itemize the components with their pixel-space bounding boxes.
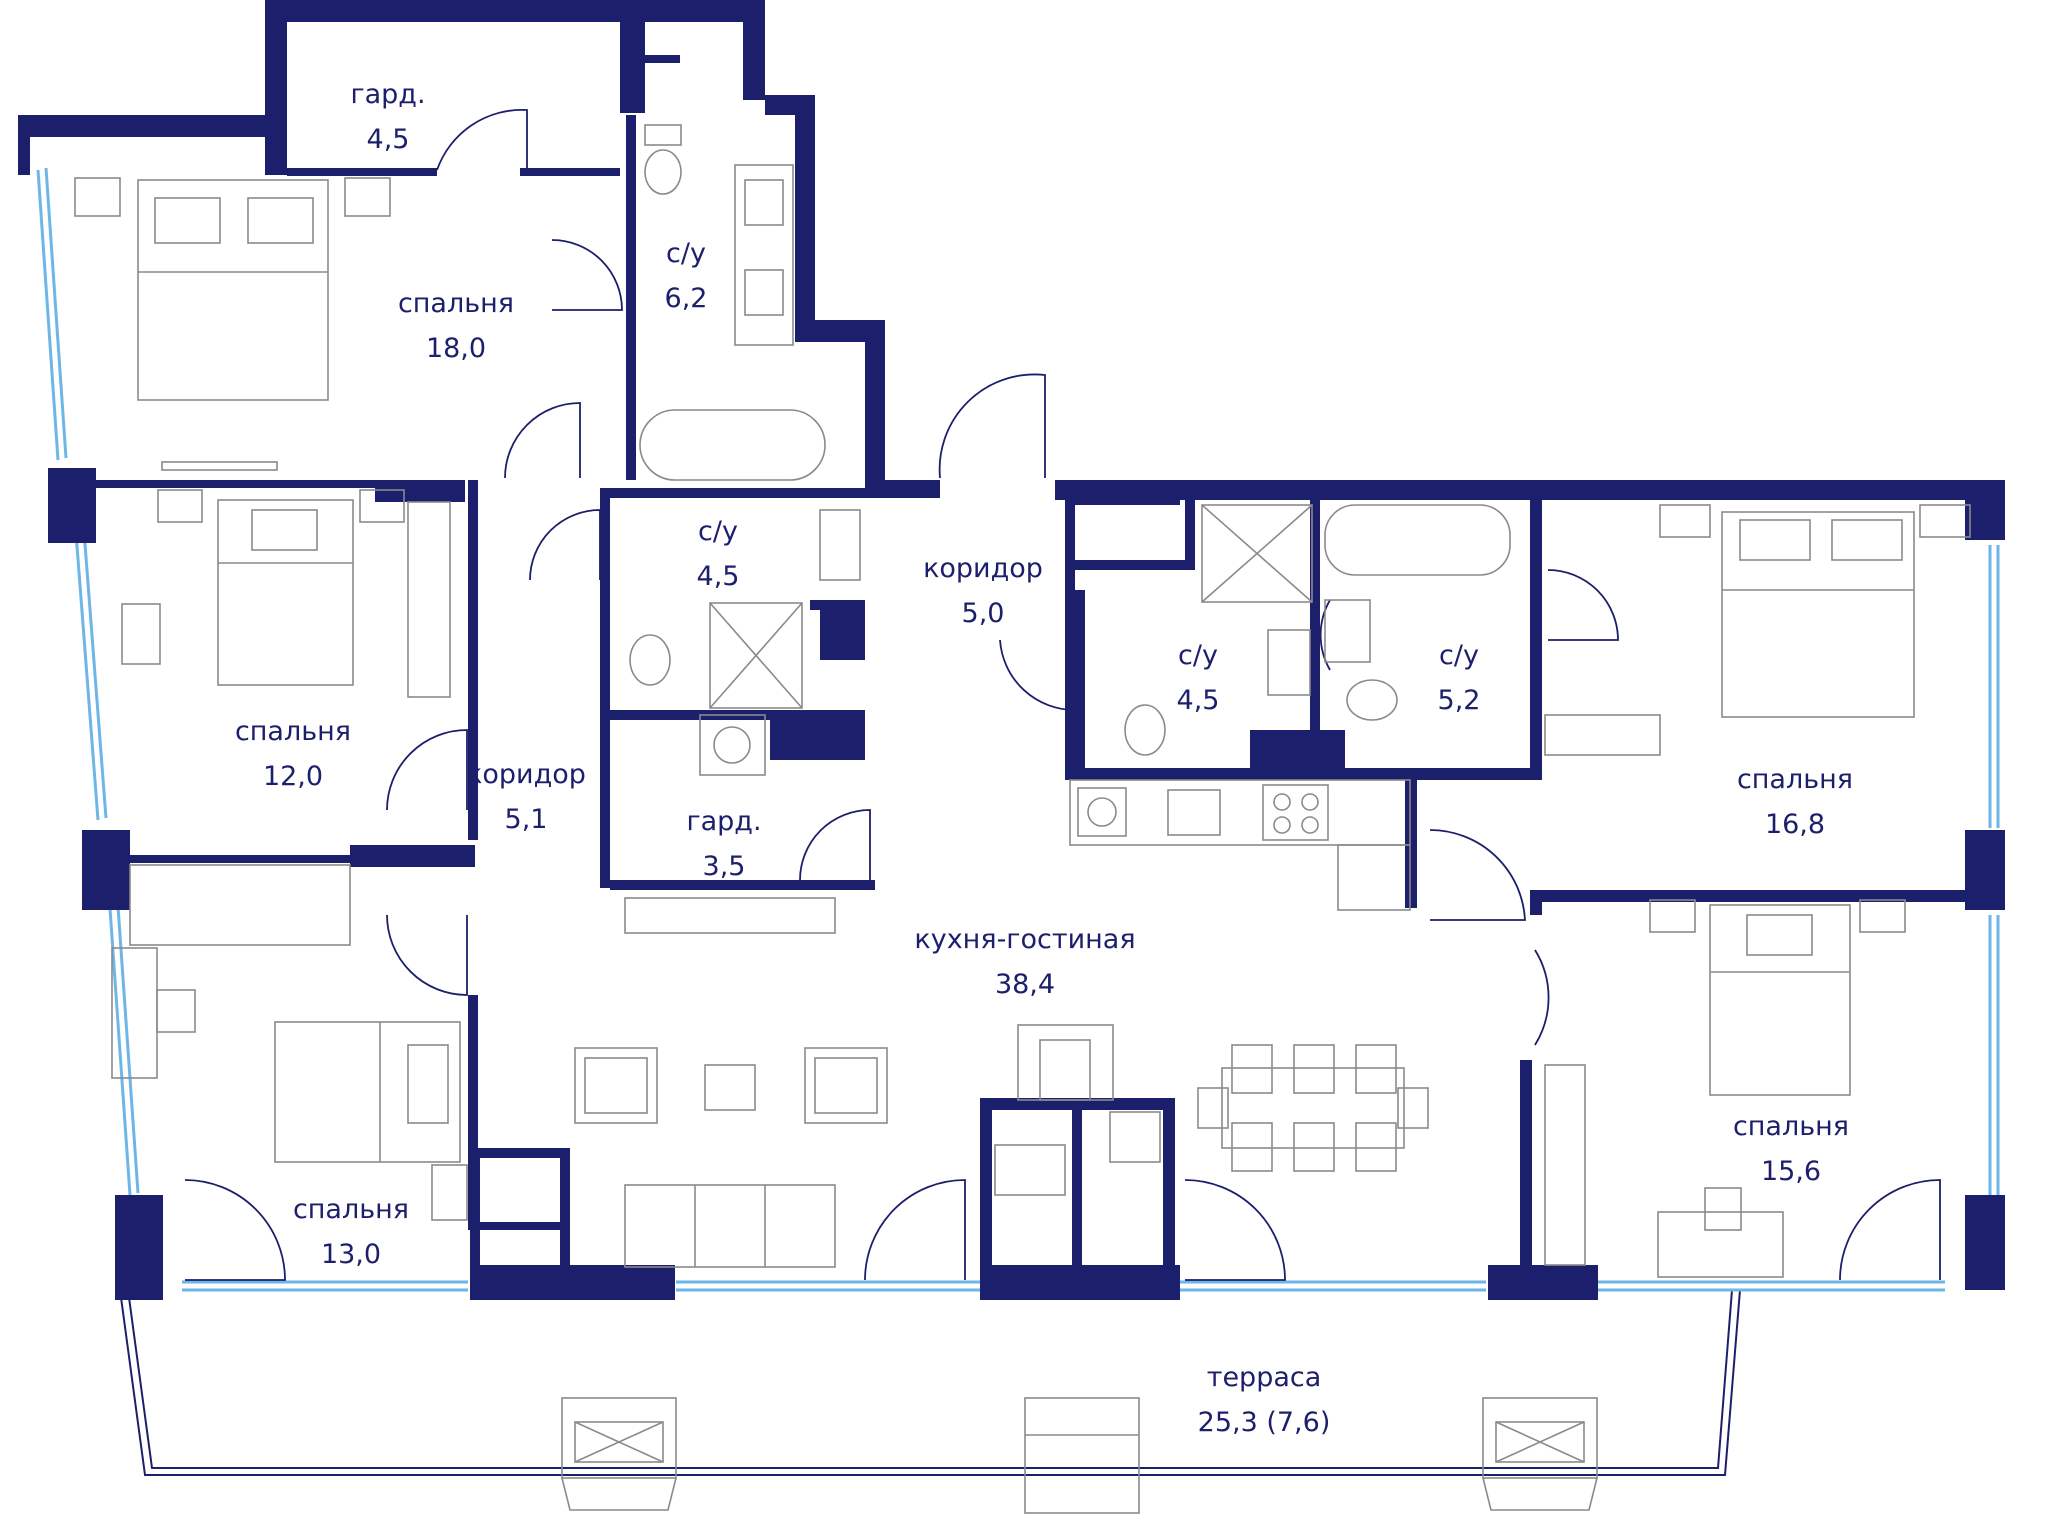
room-area: 5,1 [505, 804, 548, 835]
room-area: 5,2 [1438, 685, 1481, 716]
room-name: спальня [398, 288, 514, 319]
room-area: 4,5 [697, 561, 740, 592]
room-name: коридор [466, 759, 586, 790]
room-bathroom-2: с/у 4,5 [697, 516, 740, 592]
room-name: терраса [1207, 1362, 1322, 1393]
room-area: 38,4 [995, 969, 1055, 1000]
bed [1709, 904, 1851, 1096]
room-name: спальня [293, 1194, 409, 1225]
room-area: 3,5 [703, 851, 746, 882]
room-area: 13,0 [321, 1239, 381, 1270]
room-bedroom-4: спальня 15,6 [1733, 1111, 1849, 1187]
toilet [1346, 679, 1398, 721]
bed [217, 499, 354, 686]
dining-table [1221, 1067, 1405, 1149]
terrace-bench [1024, 1397, 1140, 1514]
room-bedroom-1: спальня 18,0 [398, 288, 514, 364]
room-terrace: терраса 25,3 (7,6) [1198, 1362, 1331, 1438]
room-area: 16,8 [1765, 809, 1825, 840]
room-name: коридор [923, 553, 1043, 584]
terrace-planter [1482, 1397, 1598, 1511]
room-wardrobe-2: гард. 3,5 [686, 806, 761, 882]
bed [137, 179, 329, 401]
toilet [629, 634, 671, 686]
terrace-planter [561, 1397, 677, 1511]
bed [1721, 511, 1915, 718]
room-area: 18,0 [426, 333, 486, 364]
toilet [1124, 704, 1166, 756]
room-name: спальня [235, 716, 351, 747]
room-name: кухня-гостиная [914, 924, 1135, 955]
doors [184, 108, 1941, 1281]
room-corridor-2: коридор 5,1 [466, 759, 586, 835]
room-name: спальня [1733, 1111, 1849, 1142]
toilet [644, 149, 682, 195]
bed [274, 1021, 461, 1163]
room-area: 6,2 [665, 283, 708, 314]
room-name: гард. [350, 79, 425, 110]
room-area: 15,6 [1761, 1156, 1821, 1187]
room-name: с/у [1439, 640, 1479, 671]
room-name: с/у [666, 238, 706, 269]
room-name: с/у [1178, 640, 1218, 671]
room-area: 4,5 [367, 124, 410, 155]
terrace-outline [119, 1289, 1741, 1514]
room-labels: гард. 4,5 с/у 6,2 спальня 18,0 с/у 4,5 к… [235, 79, 1853, 1438]
room-bedroom-5: спальня 13,0 [293, 1194, 409, 1270]
walls [18, 0, 2005, 1300]
room-name: с/у [698, 516, 738, 547]
room-bedroom-3: спальня 16,8 [1737, 764, 1853, 840]
windows [36, 167, 2000, 1292]
room-wardrobe-1: гард. 4,5 [350, 79, 425, 155]
room-bathroom-1: с/у 6,2 [665, 238, 708, 314]
room-corridor-1: коридор 5,0 [923, 553, 1043, 629]
room-bathroom-3: с/у 4,5 [1177, 640, 1220, 716]
room-area: 5,0 [962, 598, 1005, 629]
room-area: 25,3 (7,6) [1198, 1407, 1331, 1438]
room-bathroom-4: с/у 5,2 [1438, 640, 1481, 716]
room-area: 12,0 [263, 761, 323, 792]
room-area: 4,5 [1177, 685, 1220, 716]
room-name: гард. [686, 806, 761, 837]
room-bedroom-2: спальня 12,0 [235, 716, 351, 792]
room-living-kitchen: кухня-гостиная 38,4 [914, 924, 1135, 1000]
furniture [74, 124, 1971, 1278]
room-name: спальня [1737, 764, 1853, 795]
